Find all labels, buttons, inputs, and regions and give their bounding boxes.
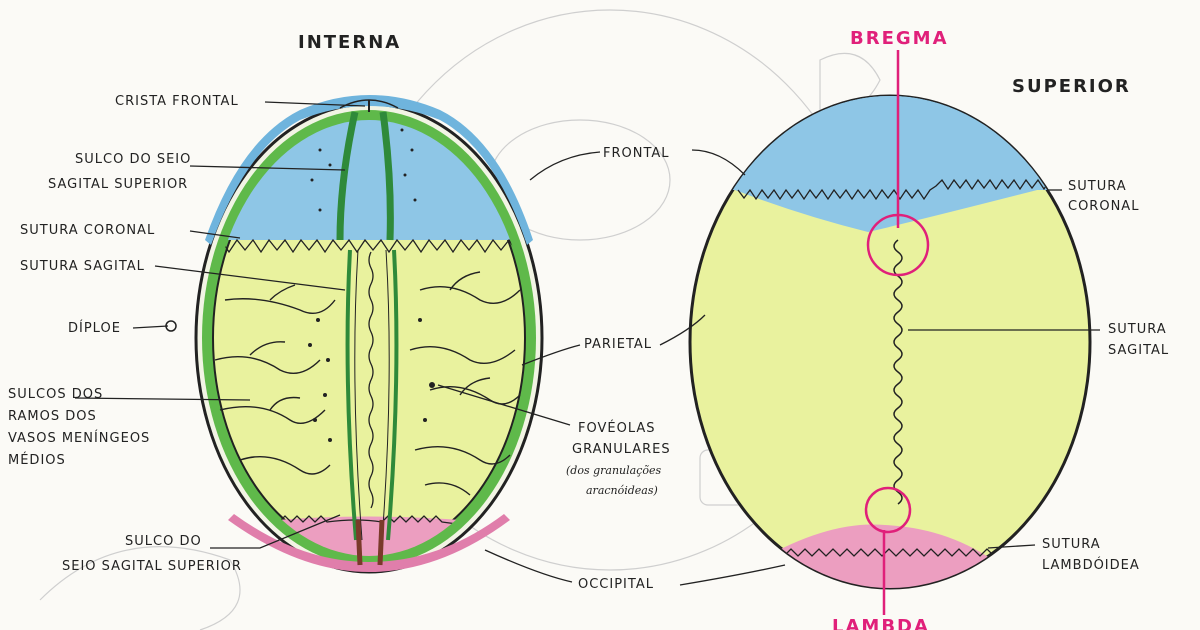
label-sutura-sagital-left: SUTURA SAGITAL bbox=[20, 259, 145, 274]
label-bregma: BREGMA bbox=[850, 28, 949, 49]
label-sulco-inf-2: SEIO SAGITAL SUPERIOR bbox=[62, 559, 242, 574]
bregma-marker bbox=[866, 213, 930, 277]
label-coronal-2: CORONAL bbox=[1068, 199, 1139, 214]
label-sagital-1: SUTURA bbox=[1108, 322, 1167, 337]
label-lambdoidea-1: SUTURA bbox=[1042, 537, 1101, 552]
label-sulco-inf-1: SULCO DO bbox=[125, 534, 202, 549]
label-parietal: PARIETAL bbox=[584, 337, 652, 352]
superior-sagittal-sinus-groove-frontal bbox=[336, 111, 359, 241]
sagittal-suture bbox=[893, 239, 903, 505]
diagram-labels: INTERNA SUPERIOR CRISTA FRONTAL SULCO DO… bbox=[8, 28, 1169, 630]
lambdoid-suture bbox=[769, 548, 1009, 557]
title-superior: SUPERIOR bbox=[1012, 76, 1131, 97]
label-sutura-coronal-left: SUTURA CORONAL bbox=[20, 223, 155, 238]
label-foveolas-2: GRANULARES bbox=[572, 442, 671, 457]
label-foveolas-1: FOVÉOLAS bbox=[578, 420, 656, 436]
label-sulcos-4: MÉDIOS bbox=[8, 452, 66, 468]
label-foveolas-4: aracnóideas) bbox=[586, 484, 658, 497]
label-diploe: DÍPLOE bbox=[68, 320, 121, 336]
lambda-marker bbox=[864, 486, 912, 534]
label-sulcos-3: VASOS MENÍNGEOS bbox=[8, 430, 150, 446]
label-occipital: OCCIPITAL bbox=[578, 577, 654, 592]
leader-lines bbox=[74, 101, 1100, 586]
sagittal-suture-internal bbox=[368, 251, 374, 509]
label-crista-frontal: CRISTA FRONTAL bbox=[115, 94, 239, 109]
label-foveolas-3: (dos granulações bbox=[566, 464, 661, 477]
skull-internal-view bbox=[165, 95, 544, 574]
granular-foveolae bbox=[308, 128, 435, 442]
label-sagital-2: SAGITAL bbox=[1108, 343, 1169, 358]
coronal-suture-internal bbox=[211, 238, 526, 254]
label-lambdoidea-2: LAMBDÓIDEA bbox=[1042, 557, 1140, 573]
label-coronal-1: SUTURA bbox=[1068, 179, 1127, 194]
label-sulcos-1: SULCOS DOS bbox=[8, 387, 103, 402]
label-frontal: FRONTAL bbox=[603, 146, 670, 161]
coronal-suture bbox=[737, 178, 1087, 201]
label-lambda: LAMBDA bbox=[832, 616, 930, 630]
label-sulco-seio-1: SULCO DO SEIO bbox=[75, 152, 191, 167]
title-interna: INTERNA bbox=[298, 32, 401, 53]
label-sulco-seio-2: SAGITAL SUPERIOR bbox=[48, 177, 188, 192]
label-sulcos-2: RAMOS DOS bbox=[8, 409, 97, 424]
meningeal-vessel-grooves bbox=[214, 271, 521, 496]
